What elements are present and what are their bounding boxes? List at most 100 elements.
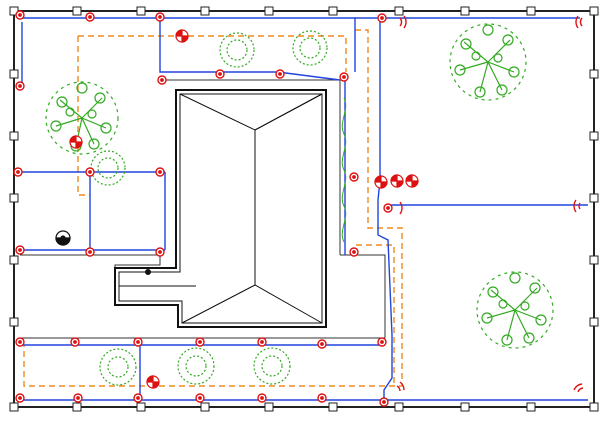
house-outline xyxy=(114,89,327,328)
sprinkler-head xyxy=(85,167,95,177)
sprinkler-head xyxy=(195,393,205,403)
rotor-head xyxy=(69,135,83,149)
sprinkler-head xyxy=(133,337,143,347)
sprinkler-head xyxy=(383,203,393,213)
boundary-marker xyxy=(136,6,146,16)
boundary-marker xyxy=(460,6,470,16)
boundary-marker xyxy=(9,255,19,265)
shrub-icon xyxy=(219,32,255,68)
irrigation-line-north xyxy=(20,17,356,72)
boundary-marker xyxy=(589,317,599,327)
sprinkler-head xyxy=(15,393,25,403)
shrub-icon xyxy=(253,347,291,385)
rotor-head xyxy=(405,174,419,188)
sprinkler-head xyxy=(15,10,25,20)
boundary-marker xyxy=(328,402,338,412)
boundary-marker xyxy=(200,6,210,16)
shrub-hedge xyxy=(341,97,347,243)
spray-arc xyxy=(573,199,581,213)
sprinkler-head xyxy=(339,72,349,82)
rotor-head xyxy=(390,174,404,188)
boundary-marker xyxy=(9,69,19,79)
boundary-marker xyxy=(200,402,210,412)
boundary-marker xyxy=(589,402,599,412)
sprinkler-head xyxy=(85,247,95,257)
boundary-marker xyxy=(9,193,19,203)
sprinkler-head xyxy=(15,245,25,255)
boundary-marker xyxy=(264,402,274,412)
sprinkler-head xyxy=(349,172,359,182)
sprinkler-head xyxy=(257,393,267,403)
sprinkler-head xyxy=(215,69,225,79)
drip-line-inner xyxy=(356,244,395,384)
sprinkler-head xyxy=(15,337,25,347)
boundary-marker xyxy=(589,69,599,79)
drip-line-north xyxy=(78,35,347,72)
boundary-marker xyxy=(9,317,19,327)
sprinkler-head xyxy=(133,393,143,403)
rotor-head xyxy=(175,29,189,43)
sprinkler-head xyxy=(13,167,23,177)
tree-icon xyxy=(449,23,527,101)
sprinkler-head xyxy=(257,337,267,347)
boundary-marker xyxy=(589,255,599,265)
drip-lines xyxy=(23,29,403,387)
sprinkler-head xyxy=(317,393,327,403)
boundary-marker xyxy=(589,131,599,141)
boundary-marker xyxy=(136,402,146,412)
valve-icon xyxy=(145,269,151,275)
tree-icon xyxy=(45,81,119,155)
sprinkler-heads xyxy=(13,10,393,407)
sprinkler-head xyxy=(85,12,95,22)
rotor-heads xyxy=(69,29,419,389)
shrub-icon xyxy=(292,30,328,66)
tree-icon xyxy=(476,271,554,349)
boundary-marker xyxy=(328,6,338,16)
spray-arc xyxy=(573,383,584,393)
boundary-markers xyxy=(9,6,599,412)
boundary-marker xyxy=(526,6,536,16)
boundary-marker xyxy=(394,6,404,16)
trees xyxy=(45,23,554,349)
driveway-edge xyxy=(340,254,386,338)
shrub-icon xyxy=(185,355,207,377)
shrub-icon xyxy=(90,150,126,186)
sprinkler-head xyxy=(349,247,359,257)
sprinkler-head xyxy=(317,339,327,349)
shrub-icon xyxy=(299,37,321,59)
sprinkler-head xyxy=(155,12,165,22)
sprinkler-head xyxy=(275,69,285,79)
sprinkler-head xyxy=(377,337,387,347)
house-footprint xyxy=(114,89,327,328)
sprinkler-head xyxy=(155,247,165,257)
irrigation-line-north-bed xyxy=(159,18,341,81)
shrub-icon xyxy=(261,355,283,377)
shrub-icon xyxy=(177,347,215,385)
sprinkler-head xyxy=(70,337,80,347)
boundary-marker xyxy=(589,193,599,203)
valve-icon xyxy=(55,230,71,246)
sprinkler-head xyxy=(377,13,387,23)
drip-line-west xyxy=(77,36,90,196)
boundary-marker xyxy=(264,6,274,16)
sprinkler-head xyxy=(73,393,83,403)
spray-arc xyxy=(399,201,403,215)
boundary-marker xyxy=(460,402,470,412)
sprinkler-head xyxy=(15,81,25,91)
sprinkler-head xyxy=(379,397,389,407)
rotor-head xyxy=(374,175,388,189)
shrub-icon xyxy=(99,348,137,386)
boundary-marker xyxy=(9,402,19,412)
spray-arc xyxy=(575,15,583,29)
boundary-marker xyxy=(526,402,536,412)
boundary-marker xyxy=(9,131,19,141)
rotor-head xyxy=(146,375,160,389)
shrub-icon xyxy=(226,39,248,61)
sprinkler-head xyxy=(195,337,205,347)
sprinkler-head xyxy=(155,167,165,177)
shrub-icon xyxy=(107,356,129,378)
boundary-marker xyxy=(72,6,82,16)
boundary-marker xyxy=(394,402,404,412)
